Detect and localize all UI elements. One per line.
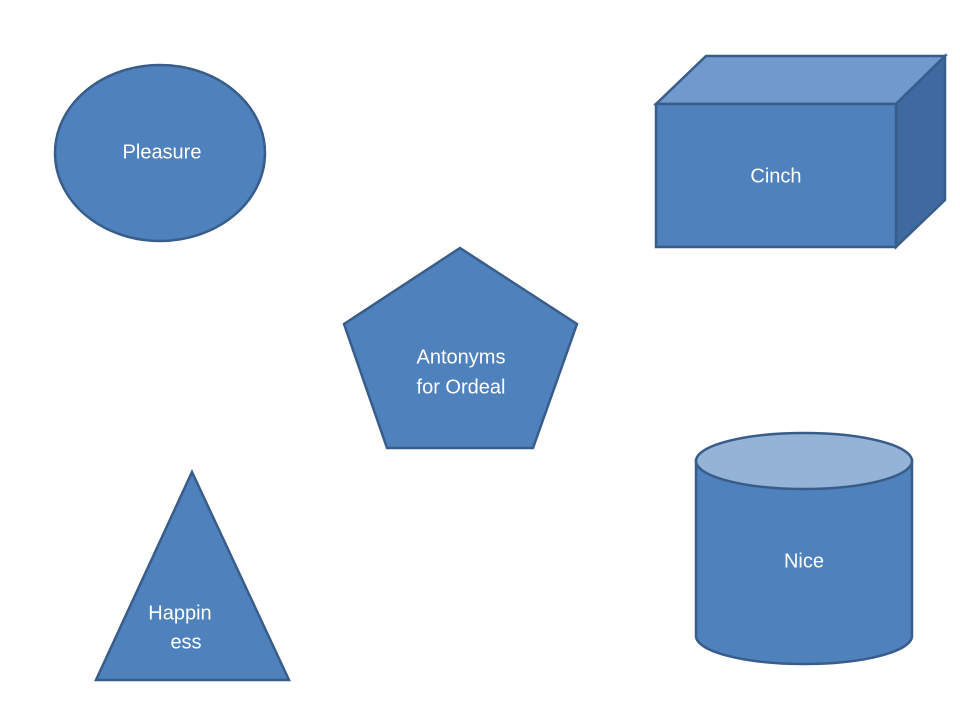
triangle-shape-happiness[interactable]: Happin ess: [94, 469, 291, 682]
cube-label: Cinch: [750, 165, 801, 187]
cylinder-shape-nice[interactable]: Nice: [694, 431, 914, 666]
triangle-body: [94, 469, 291, 682]
cylinder-label: Nice: [784, 550, 824, 572]
cylinder-top-face: [694, 431, 914, 491]
triangle-label-line1: Happin: [148, 602, 211, 624]
ellipse-body: [53, 63, 267, 243]
cube-shape-cinch[interactable]: Cinch: [652, 53, 949, 250]
triangle-label-line2: ess: [170, 631, 201, 653]
ellipse-label: Pleasure: [123, 141, 202, 163]
cylinder-body: [694, 459, 914, 666]
cube-front-face: [654, 102, 898, 249]
pentagon-body: [342, 246, 579, 450]
ellipse-shape-pleasure[interactable]: Pleasure: [53, 63, 267, 243]
pentagon-shape-center[interactable]: Antonyms for Ordeal: [342, 246, 579, 450]
pentagon-label-line2: for Ordeal: [417, 376, 506, 398]
pentagon-label-line1: Antonyms: [417, 346, 506, 368]
